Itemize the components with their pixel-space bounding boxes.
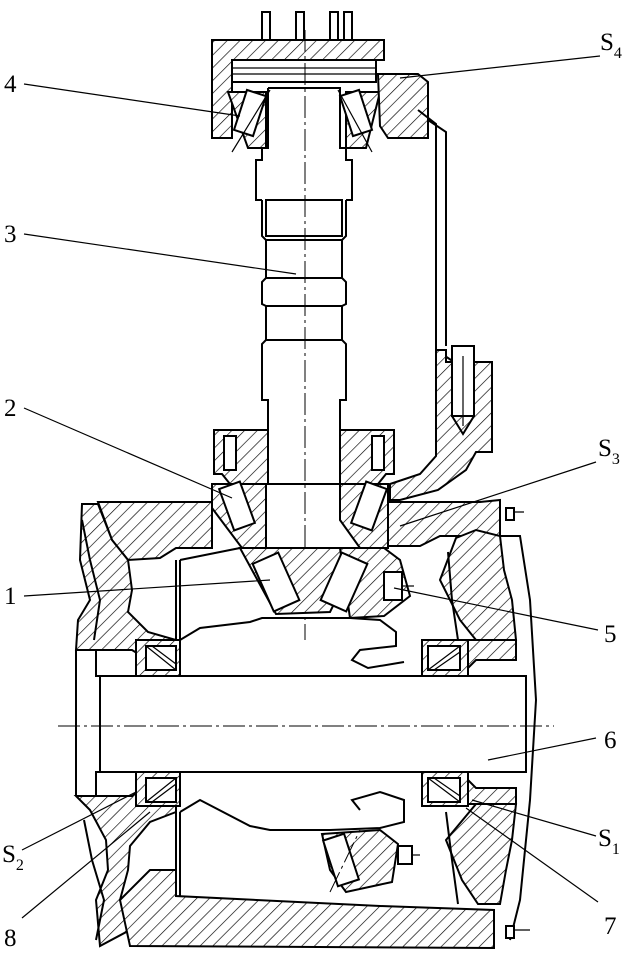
- horizontal-shaft: [58, 639, 554, 807]
- label-2: 2: [4, 395, 17, 422]
- leader-s1: [471, 799, 597, 837]
- side-cover: [389, 345, 493, 501]
- label-s4: S4: [600, 29, 622, 62]
- label-s3: S3: [598, 435, 620, 468]
- label-8: 8: [4, 925, 17, 952]
- part-labels: 4 3 2 1 5 6 7 8 S4 S3 S1 S2: [2, 29, 622, 952]
- collar-and-bearing-2: [211, 429, 395, 549]
- label-5: 5: [604, 621, 617, 648]
- leader-5: [393, 587, 599, 631]
- label-s1: S1: [598, 825, 620, 858]
- leader-s4: [399, 55, 601, 79]
- leader-4: [23, 83, 241, 117]
- leader-s2: [21, 791, 137, 851]
- leader-lines: [21, 55, 601, 919]
- vertical-shaft: [255, 30, 353, 640]
- leader-7: [465, 807, 599, 903]
- bevel-gears: [179, 547, 420, 894]
- top-bearing-cap: [211, 11, 455, 363]
- leader-3: [23, 233, 297, 275]
- leader-s3: [399, 461, 597, 527]
- leader-1: [23, 579, 271, 597]
- label-s2: S2: [2, 841, 24, 874]
- label-1: 1: [4, 583, 17, 610]
- label-7: 7: [604, 913, 617, 940]
- label-6: 6: [604, 727, 617, 754]
- label-4: 4: [4, 71, 17, 98]
- leader-8: [21, 811, 151, 919]
- leader-6: [487, 737, 597, 761]
- leader-2: [23, 407, 233, 499]
- label-3: 3: [4, 221, 17, 248]
